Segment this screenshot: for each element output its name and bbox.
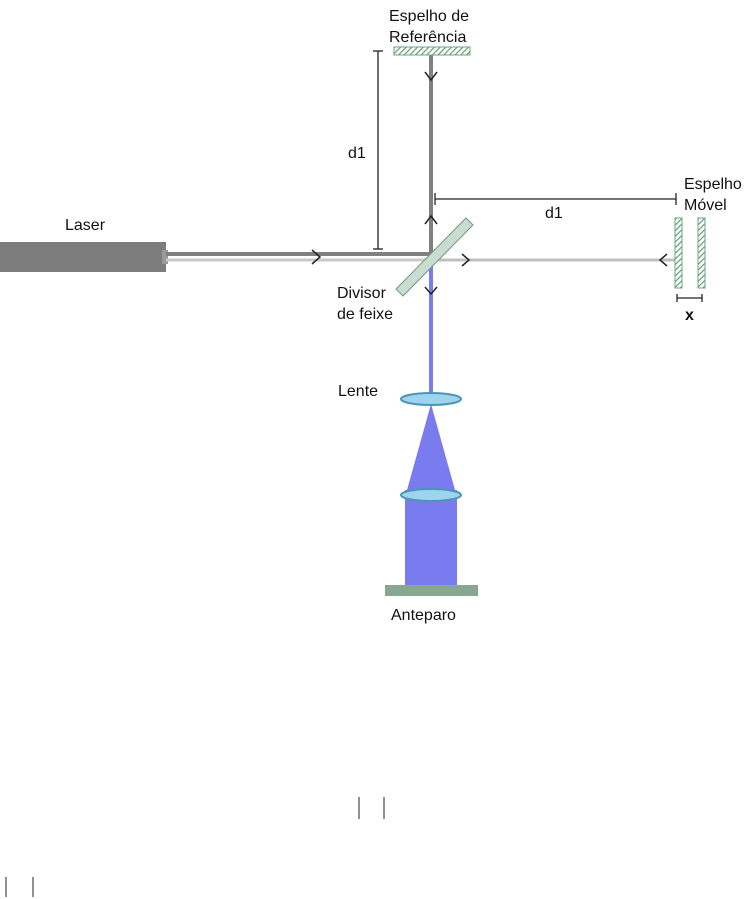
beam-splitter-label-line1: Divisor	[337, 285, 387, 302]
laser-body	[0, 242, 166, 272]
lens-second	[401, 489, 461, 501]
beam-splitter-label-line2: de feixe	[337, 306, 393, 323]
displacement-label: x	[685, 307, 694, 324]
movable-mirror-label-line2: Móvel	[684, 197, 727, 214]
beam-splitter	[396, 218, 473, 296]
reference-mirror-label-line2: Referência	[389, 29, 466, 46]
beam-cone	[407, 404, 455, 490]
beam-column	[405, 490, 457, 586]
reference-mirror	[394, 47, 470, 55]
screen	[385, 585, 478, 596]
screen-label: Anteparo	[391, 607, 456, 624]
movable-mirror-label-line1: Espelho	[684, 176, 742, 193]
distance-horizontal-label: d1	[545, 205, 563, 222]
reference-mirror-label-line1: Espelho de	[389, 8, 469, 25]
movable-mirror-displaced	[698, 218, 705, 288]
laser-label: Laser	[65, 217, 106, 234]
lens-label: Lente	[338, 383, 378, 400]
distance-vertical-label: d1	[348, 145, 366, 162]
movable-mirror	[675, 218, 682, 288]
lens	[401, 393, 461, 405]
